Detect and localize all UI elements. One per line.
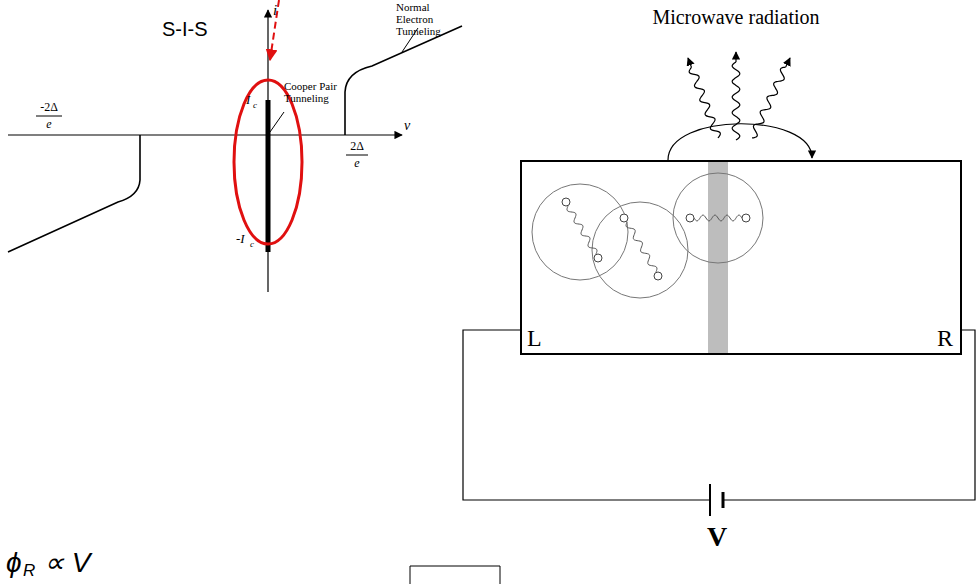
label-text: R	[23, 562, 35, 581]
electron	[562, 198, 570, 206]
pair-bond	[626, 222, 657, 272]
wire	[723, 330, 975, 500]
label-text: c	[253, 101, 257, 111]
radiation-ray	[689, 67, 720, 138]
pair-circle	[592, 202, 688, 298]
radiation-arrowhead	[735, 52, 736, 62]
label-text: 2Δ	[350, 140, 364, 153]
label-text: e	[46, 118, 51, 131]
supercurrent-bar	[266, 100, 271, 252]
label-text: -I	[236, 232, 245, 246]
label-text: V	[707, 522, 727, 553]
barrier-band	[708, 162, 728, 353]
i-axis	[267, 10, 268, 292]
junction-box: LR	[520, 160, 962, 355]
electron	[620, 214, 628, 222]
positive-branch	[345, 26, 462, 135]
electrode-label: L	[527, 326, 542, 350]
battery-plate	[722, 492, 725, 508]
highlight-ellipse	[234, 80, 302, 244]
pointer-arrow	[270, 0, 279, 60]
negative-branch	[8, 135, 140, 252]
tunnel-arc	[668, 124, 812, 160]
electron	[742, 214, 750, 222]
g-mark	[567, 206, 742, 272]
radiation-ray	[732, 62, 740, 140]
pair-circle	[532, 184, 628, 280]
v-axis	[8, 134, 402, 135]
leader-line	[270, 112, 284, 132]
label-text: c	[250, 240, 254, 250]
label-text: Cooper Pair Tunneling	[284, 80, 346, 104]
label-text: I	[246, 93, 250, 107]
fraction-bar	[346, 155, 368, 156]
label-text: e	[354, 157, 359, 170]
electron	[654, 272, 662, 280]
partial-frame	[410, 566, 500, 584]
pair-bond	[694, 215, 742, 221]
pair-bond	[567, 206, 597, 254]
label-text: i	[273, 2, 277, 19]
battery-plate	[709, 484, 711, 516]
label-text: v	[404, 118, 410, 133]
electron	[594, 254, 602, 262]
electrode-label: R	[937, 326, 953, 350]
label-text: Normal Electron Tunneling	[396, 1, 468, 37]
radiation-ray	[752, 67, 786, 138]
electron	[686, 214, 694, 222]
pair-circle	[673, 173, 763, 263]
label-text: ∝ V	[44, 548, 90, 579]
label-text: -2Δ	[40, 101, 58, 114]
radiation-arrowhead	[688, 58, 692, 67]
label-text: ϕ	[6, 548, 22, 579]
wire	[463, 330, 710, 500]
label-text: S-I-S	[162, 18, 208, 40]
radiation-arrowhead	[786, 58, 790, 67]
label-text: Microwave radiation	[652, 6, 819, 28]
fraction-bar	[36, 116, 62, 117]
